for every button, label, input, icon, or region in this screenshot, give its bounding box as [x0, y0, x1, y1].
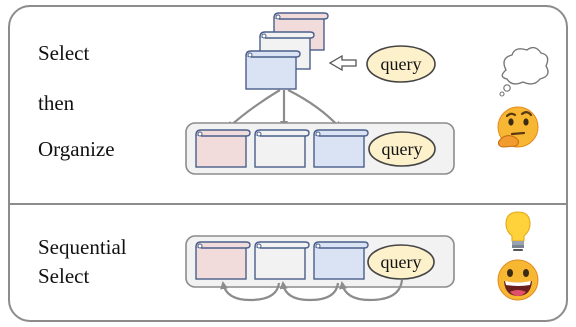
light-bulb-icon — [505, 211, 531, 251]
sequential-loop-arrow-1 — [339, 279, 404, 302]
label-select-2: Select — [38, 264, 90, 288]
organize-slot-pink — [195, 129, 251, 168]
label-organize: Organize — [38, 137, 115, 161]
label-select: Select — [38, 41, 90, 65]
diagram-frame — [8, 5, 568, 322]
stacked-doc-front — [245, 50, 301, 90]
label-then: then — [38, 91, 75, 115]
thought-bubble-icon — [499, 46, 549, 97]
query-oval-sequential — [367, 244, 435, 280]
query-oval-top — [366, 45, 436, 83]
organize-slot-white — [254, 129, 310, 168]
thinking-face-icon — [497, 106, 539, 148]
query-to-stack-arrow — [328, 54, 357, 72]
query-oval-sequential-text: query — [381, 252, 422, 272]
organize-slot-blue — [313, 129, 369, 168]
sequential-loop-arrow-3 — [220, 281, 281, 302]
sequential-slot-blue — [313, 241, 369, 280]
query-oval-top-text: query — [381, 54, 422, 74]
query-oval-organize — [368, 131, 436, 167]
label-sequential: Sequential — [38, 235, 127, 259]
sequential-slot-white — [254, 241, 310, 280]
sequential-slot-pink — [195, 241, 251, 280]
sequential-loop-arrow-2 — [279, 281, 340, 302]
grinning-face-icon — [497, 259, 539, 301]
query-oval-organize-text: query — [382, 139, 423, 159]
section-divider — [10, 203, 566, 205]
